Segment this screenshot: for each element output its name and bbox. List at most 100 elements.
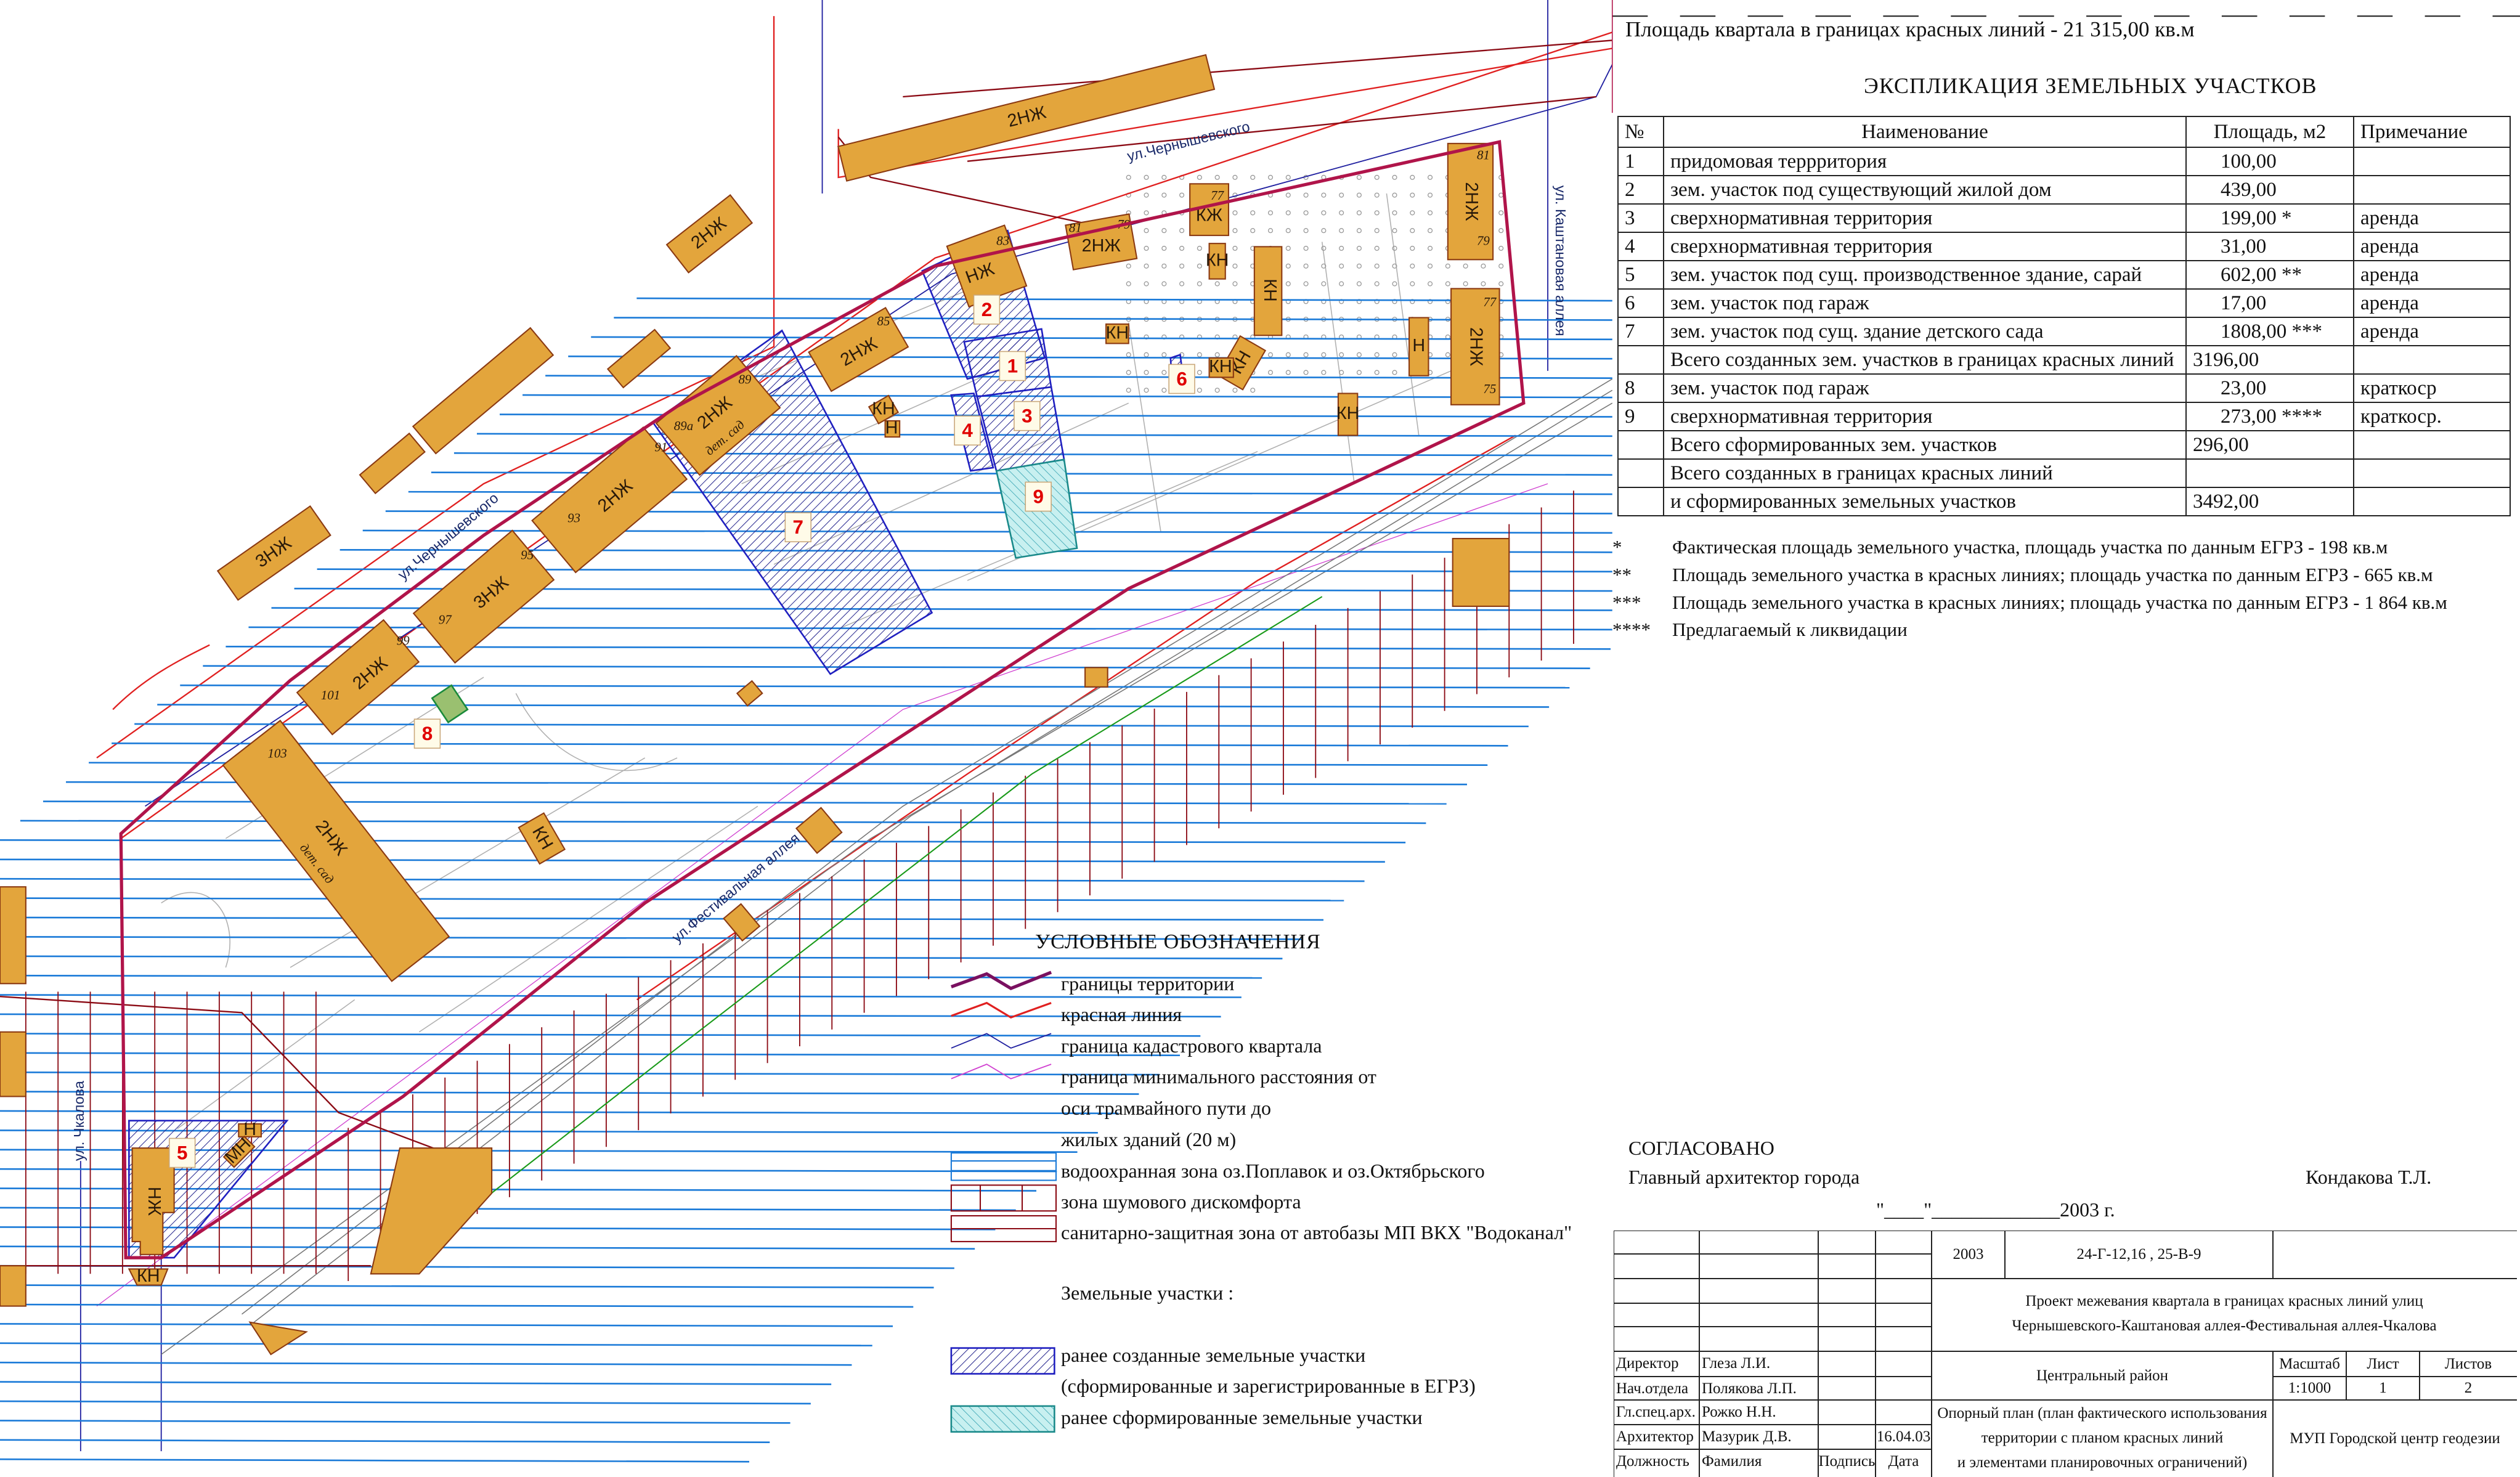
tree-dot (1179, 192, 1185, 198)
svg-text:99: 99 (397, 633, 410, 648)
cell-name: зем. участок под существующий жилой дом (1663, 175, 2187, 205)
tree-dot (1303, 245, 1309, 251)
tree-dot (1267, 174, 1274, 180)
building: 2НЖ (837, 54, 1216, 182)
cell-no: 2 (1617, 175, 1664, 205)
tree-dot (1144, 388, 1149, 393)
tree-dot (1321, 263, 1327, 269)
cell-area: 439,00 (2185, 175, 2354, 205)
building (795, 807, 843, 854)
svg-text:КН: КН (1260, 279, 1280, 302)
tree-dot (1144, 245, 1149, 251)
water-zone-hatch-line (0, 994, 1242, 998)
water-zone-hatch-line (0, 1381, 832, 1385)
tree-dot (1481, 281, 1486, 287)
tree-dot (1232, 263, 1238, 269)
tree-dot (1356, 370, 1362, 375)
tree-dot (1197, 281, 1202, 287)
tree-dot (1126, 352, 1131, 357)
water-zone-hatch-line (0, 1091, 1139, 1095)
water-zone-hatch-line (0, 1361, 852, 1366)
tree-dot (1392, 281, 1397, 287)
green-line (418, 596, 1323, 1250)
tree-dot (1126, 388, 1131, 393)
cell-no (1617, 345, 1664, 375)
cell-name: придомовая террритория (1663, 147, 2187, 176)
cell-area: 100,00 (2185, 147, 2354, 176)
tree-dot (1392, 352, 1397, 357)
water-zone-hatch-line (0, 955, 1283, 960)
building: КН (1208, 357, 1234, 378)
water-zone-hatch-line (180, 684, 1570, 689)
tree-dot (1445, 299, 1450, 304)
tree-dot (1232, 174, 1238, 180)
cell-note: аренда (2353, 232, 2511, 261)
tb-footer-date: Дата (1888, 1453, 1919, 1470)
water-zone-hatch-line (0, 1439, 770, 1444)
block-area-text: Площадь квартала в границах красных лини… (1625, 17, 2195, 41)
water-zone-hatch-line (0, 1033, 1201, 1037)
water-zone-hatch-line (339, 549, 1612, 553)
footnote-mark: **** (1612, 619, 1651, 640)
tree-dot (1410, 228, 1415, 234)
tree-dot (1392, 245, 1397, 251)
tree-dot (1303, 228, 1309, 234)
tree-dot (1303, 370, 1309, 375)
tree-dot (1445, 263, 1450, 269)
tree-dot (1161, 245, 1167, 251)
water-zone-hatch-line (0, 1071, 1160, 1076)
tree-dot (1250, 210, 1256, 216)
tb-footer-name: Фамилия (1702, 1453, 1762, 1470)
legend-item-created-parcels-2: (сформированные и зарегистрированные в Е… (1061, 1375, 1476, 1397)
legend-item-sanitary-zone: санитарно-защитная зона от автобазы МП В… (1061, 1221, 1572, 1243)
svg-text:2НЖ: 2НЖ (1466, 327, 1486, 367)
tb-staff-date (1876, 1351, 1932, 1376)
cell-no: 6 (1617, 288, 1664, 318)
cell-no (1617, 458, 1664, 488)
cell-area: 199,00 * (2185, 203, 2354, 233)
parcel-label-4: 4 (954, 415, 981, 446)
tree-dot (1356, 210, 1362, 216)
legend-symbols (950, 970, 1057, 1433)
tree-dot (1267, 352, 1274, 357)
tree-dot (1179, 281, 1185, 287)
legend-item-cadastral: граница кадастрового квартала (1061, 1035, 1322, 1057)
tb-staff-date: 16.04.03 (1876, 1428, 1931, 1445)
svg-text:6: 6 (1176, 368, 1187, 389)
water-zone-hatch-line (89, 762, 1488, 766)
approval-date: "____"_____________2003 г. (1876, 1198, 2115, 1221)
water-zone-hatch-line (568, 356, 1612, 360)
approval-name: Кондакова Т.Л. (2306, 1166, 2432, 1188)
svg-text:89: 89 (738, 372, 751, 386)
tree-dot (1356, 352, 1362, 357)
cell-no: 8 (1617, 373, 1664, 403)
tree-dot (1214, 281, 1220, 287)
parcel-label-8: 8 (413, 718, 441, 749)
tree-dot (1481, 263, 1486, 269)
svg-text:КН: КН (1206, 251, 1229, 271)
svg-text:89а: 89а (674, 418, 693, 433)
building (0, 1031, 26, 1097)
tree-dot (1144, 174, 1149, 180)
tree-dot (1428, 299, 1433, 304)
building (359, 432, 426, 495)
cell-no: 4 (1617, 232, 1664, 261)
legend-water-symbol (950, 1152, 1057, 1181)
tb-staff-role: Архитектор (1616, 1428, 1694, 1445)
cell-area: 3492,00 (2185, 487, 2354, 516)
legend-red-line-symbol (951, 1001, 1052, 1019)
tb-staff-name: Рожко Н.Н. (1702, 1404, 1776, 1420)
cell-note (2353, 487, 2511, 516)
tree-dot (1392, 370, 1397, 375)
svg-text:НЖ: НЖ (144, 1187, 164, 1216)
tree-dot (1374, 281, 1380, 287)
legend-item-red-line: красная линия (1061, 1003, 1182, 1025)
